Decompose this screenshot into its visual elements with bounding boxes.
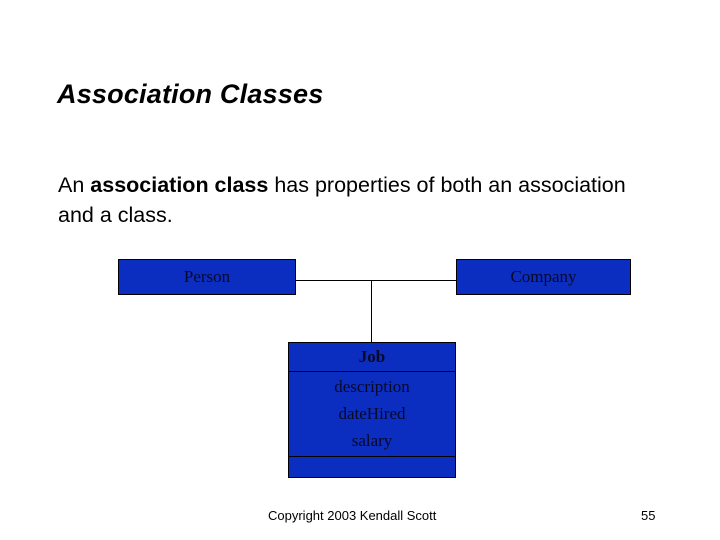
footer-page-number: 55	[641, 508, 656, 523]
body-paragraph: An association class has properties of b…	[58, 170, 658, 230]
uml-class-company-name: Company	[510, 267, 577, 286]
body-text-before: An	[58, 173, 91, 197]
uml-class-job-operations-compartment	[289, 457, 455, 477]
uml-attribute-salary: salary	[351, 431, 393, 450]
body-text-after: has properties of both an association an…	[58, 173, 626, 227]
uml-association-class-job[interactable]: Job description dateHired salary	[288, 342, 456, 478]
association-class-connector-line	[371, 280, 372, 342]
uml-class-job-name: Job	[358, 347, 386, 366]
uml-attribute-description: description	[334, 377, 410, 396]
uml-class-job-attributes-compartment: description dateHired salary	[289, 372, 455, 457]
body-text-emphasis: association class	[90, 173, 269, 197]
association-line-person-company	[296, 280, 456, 281]
uml-class-person[interactable]: Person	[118, 259, 296, 295]
page-title: Association Classes	[57, 79, 324, 109]
uml-attribute-datehired: dateHired	[338, 404, 406, 423]
uml-class-person-name: Person	[183, 267, 231, 286]
uml-class-company[interactable]: Company	[456, 259, 631, 295]
uml-class-job-name-compartment: Job	[289, 343, 455, 372]
footer-copyright: Copyright 2003 Kendall Scott	[268, 508, 437, 523]
